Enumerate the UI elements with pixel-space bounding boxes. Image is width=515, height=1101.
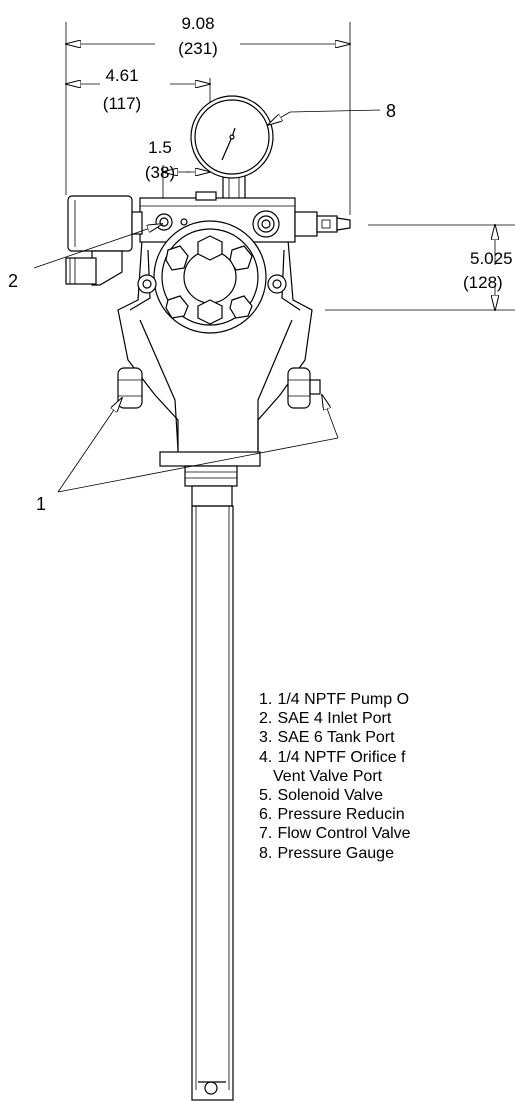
legend-item: 2. SAE 4 Inlet Port [259,709,515,728]
callout-label-1: 1 [36,494,46,514]
legend-item: 1. 1/4 NPTF Pump O [259,690,515,709]
pressure-gauge [190,95,274,201]
legend-text: 1/4 NPTF Pump O [277,691,410,708]
legend-num: 5. [259,787,273,805]
legend-item: 5. Solenoid Valve [259,786,515,805]
legend-text: Pressure Reducin [277,806,405,824]
callout-2: 2 [8,224,162,291]
legend-num: 2. [259,710,273,728]
pump-body [65,191,351,487]
legend-text: 1/4 NPTF Orifice f [277,748,406,766]
legend-text: Solenoid Valve [277,787,384,805]
legend-item: 7. Flow Control Valve [259,824,515,843]
legend-text: Pressure Gauge [277,844,394,862]
dim-center-mm: (117) [103,94,141,113]
legend-item: 8. Pressure Gauge [259,844,515,863]
dimension-overall-width: 9.08 (231) [66,14,350,215]
legend-num: 4. [259,748,273,766]
legend-num: 1. [259,691,273,708]
dim-port-mm: (38) [145,163,175,182]
dim-port-inches: 1.5 [148,138,172,157]
legend-text: Flow Control Valve [277,825,411,843]
legend-text: SAE 6 Tank Port [277,729,395,747]
pump-tube [191,485,234,1101]
dimension-center-width: 4.61 (117) [66,66,210,113]
dim-center-inches: 4.61 [105,66,138,85]
parts-legend: 1. 1/4 NPTF Pump O 2. SAE 4 Inlet Port 3… [259,690,515,863]
dim-overall-inches: 9.08 [181,14,214,33]
callout-1: 1 [36,395,339,514]
dim-overall-mm: (231) [178,39,218,58]
legend-num: 7. [259,825,273,843]
dimension-height: 5.025 (128) [325,225,515,310]
callout-8: 8 [268,101,396,125]
callout-label-8: 8 [386,101,396,121]
legend-num: 8. [259,844,273,862]
dim-height-mm: (128) [463,273,503,292]
legend-text: SAE 4 Inlet Port [277,710,392,728]
legend-item: 6. Pressure Reducin [259,805,515,824]
dim-height-inches: 5.025 [470,249,513,268]
legend-item: 3. SAE 6 Tank Port [259,728,515,747]
legend-num: 6. [259,806,273,824]
legend-text-continued: Vent Valve Port [273,767,383,785]
legend-num: 3. [259,729,273,747]
callout-label-2: 2 [8,271,18,291]
flange-bolts [137,235,287,325]
